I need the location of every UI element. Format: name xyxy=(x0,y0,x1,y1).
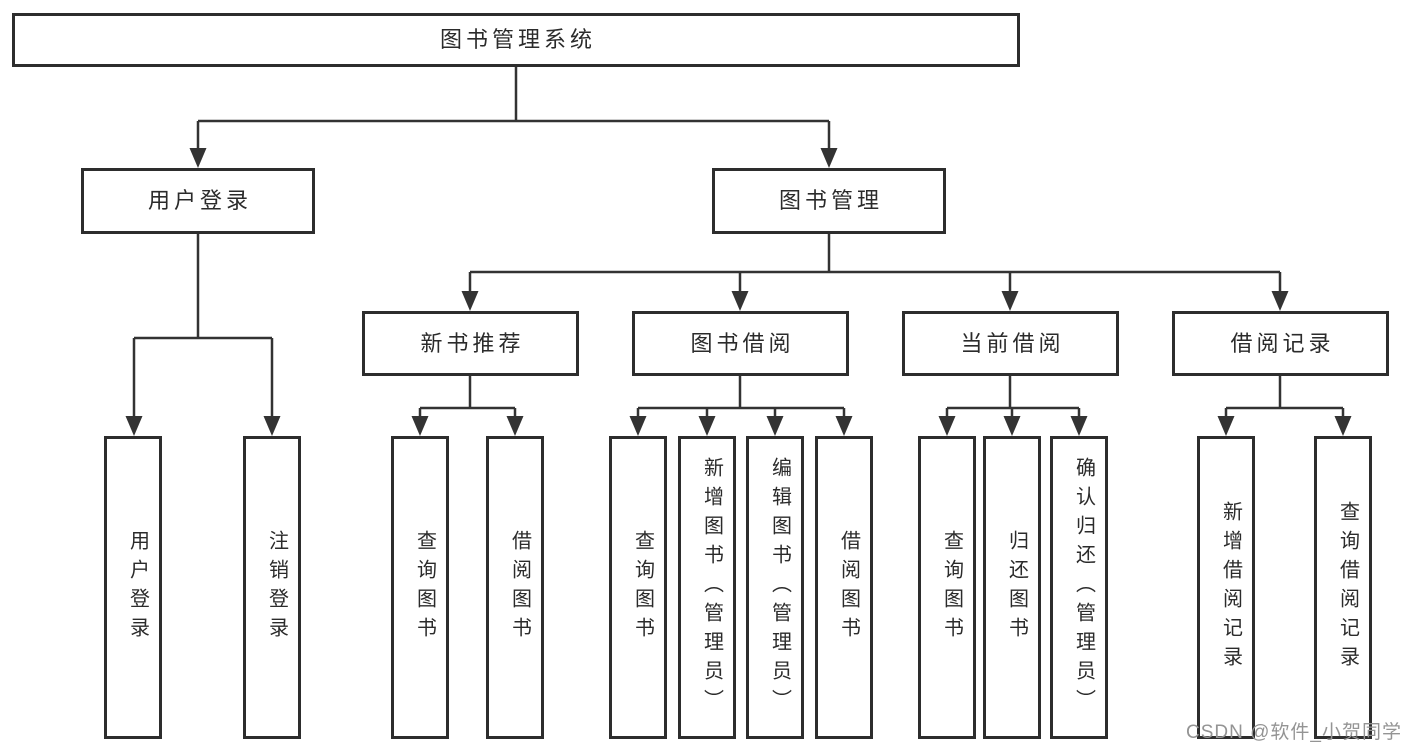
leaf-borrow-books-recommend-label: 借阅图书 xyxy=(508,529,531,646)
watermark: CSDN @软件_小贺同学 xyxy=(1186,722,1402,743)
node-book-management: 图书管理 xyxy=(712,168,946,234)
leaf-add-borrow-record: 新增借阅记录 xyxy=(1197,436,1255,739)
leaf-query-books-borrow: 查询图书 xyxy=(609,436,667,739)
leaf-confirm-return-admin-label: 确认归还（管理员） xyxy=(1072,457,1095,718)
leaf-query-books-current-label: 查询图书 xyxy=(940,529,963,646)
leaf-query-borrow-record: 查询借阅记录 xyxy=(1314,436,1372,739)
leaf-query-books-current: 查询图书 xyxy=(918,436,976,739)
node-library-system: 图书管理系统 xyxy=(12,13,1020,67)
leaf-return-books-label: 归还图书 xyxy=(1005,529,1028,646)
leaf-confirm-return-admin: 确认归还（管理员） xyxy=(1050,436,1108,739)
leaf-add-book-admin: 新增图书（管理员） xyxy=(678,436,736,739)
leaf-logout-login: 注销登录 xyxy=(243,436,301,739)
leaf-query-books-borrow-label: 查询图书 xyxy=(631,529,654,646)
node-user-login: 用户登录 xyxy=(81,168,315,234)
node-book-borrowing: 图书借阅 xyxy=(632,311,849,376)
leaf-query-books-recommend: 查询图书 xyxy=(391,436,449,739)
node-current-borrowing: 当前借阅 xyxy=(902,311,1119,376)
leaf-edit-book-admin-label: 编辑图书（管理员） xyxy=(768,457,791,718)
leaf-add-book-admin-label: 新增图书（管理员） xyxy=(700,457,723,718)
arrowhead-icons xyxy=(125,148,1352,436)
leaf-user-login: 用户登录 xyxy=(104,436,162,739)
leaf-borrow-books-label: 借阅图书 xyxy=(837,529,860,646)
node-new-book-recommendation: 新书推荐 xyxy=(362,311,579,376)
leaf-query-borrow-record-label: 查询借阅记录 xyxy=(1336,500,1359,675)
leaf-logout-login-label: 注销登录 xyxy=(265,529,288,646)
leaf-borrow-books-recommend: 借阅图书 xyxy=(486,436,544,739)
leaf-borrow-books: 借阅图书 xyxy=(815,436,873,739)
leaf-edit-book-admin: 编辑图书（管理员） xyxy=(746,436,804,739)
node-borrowing-records: 借阅记录 xyxy=(1172,311,1389,376)
leaf-user-login-label: 用户登录 xyxy=(126,529,149,646)
leaf-add-borrow-record-label: 新增借阅记录 xyxy=(1219,500,1242,675)
leaf-query-books-recommend-label: 查询图书 xyxy=(413,529,436,646)
leaf-return-books: 归还图书 xyxy=(983,436,1041,739)
